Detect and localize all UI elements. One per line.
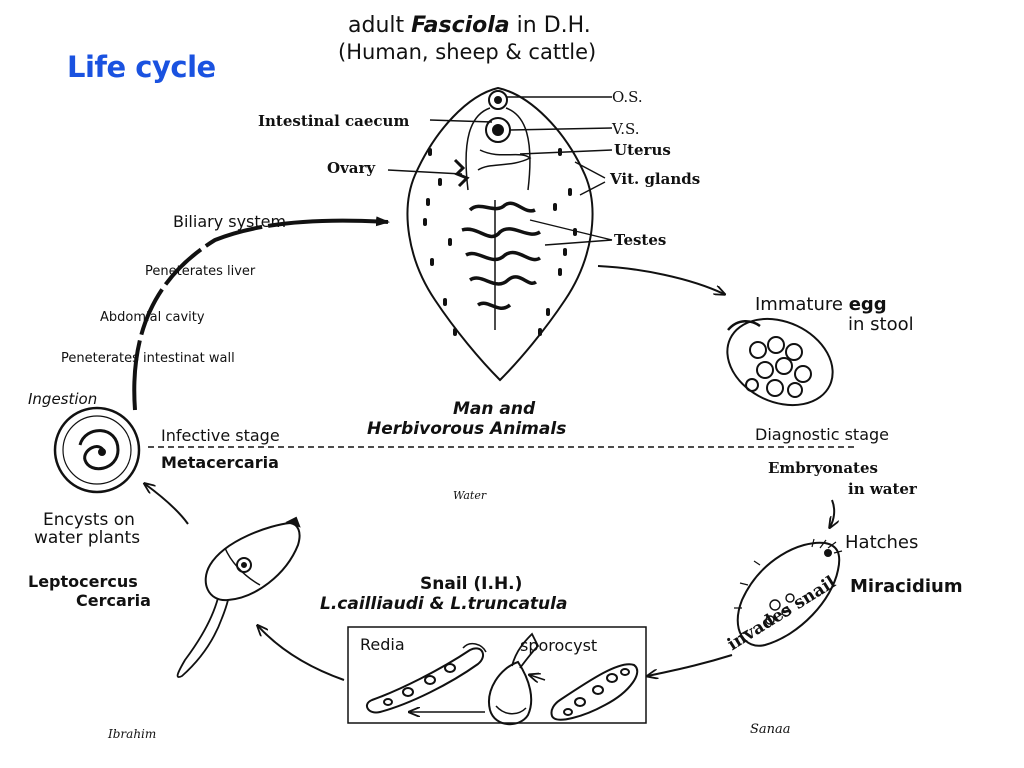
slide-title: Life cycle: [67, 50, 216, 84]
label-leptocercus: Leptocercus: [28, 572, 138, 591]
label-in-stool: in stool: [848, 314, 914, 335]
label-biliary-system: Biliary system: [173, 212, 287, 231]
miracidium-drawing: [734, 538, 843, 647]
label-cercaria: Cercaria: [76, 591, 151, 610]
label-ventral-sucker: V.S.: [612, 120, 640, 138]
label-penetrates-liver: Peneterates liver: [145, 264, 256, 279]
sporocyst-drawing: [550, 663, 639, 721]
signature-left: Ibrahim: [108, 727, 157, 741]
label-ingestion: Ingestion: [28, 390, 98, 408]
to-egg-arrow: [597, 265, 724, 294]
embryonate-arrow: [830, 499, 834, 527]
header-genus: Fasciola: [411, 13, 510, 38]
label-uterus: Uterus: [614, 141, 671, 159]
host-caption-line2: Herbivorous Animals: [367, 419, 567, 439]
snail-shell-drawing: [488, 632, 540, 726]
metacercaria-drawing: [53, 406, 141, 494]
label-intestinal-caecum: Intestinal caecum: [258, 112, 410, 130]
label-embryonates: Embryonates: [768, 459, 878, 477]
label-ovary: Ovary: [327, 159, 376, 177]
label-testes: Testes: [614, 231, 667, 249]
host-caption-line1: Man and: [453, 399, 536, 419]
label-penetrates-wall: Peneterates intestinat wall: [61, 351, 235, 366]
label-oral-sucker: O.S.: [612, 88, 643, 106]
label-metacercaria: Metacercaria: [161, 453, 279, 472]
egg-drawing: [726, 317, 834, 407]
redia-drawing: [365, 642, 487, 714]
to-cercaria-arrow: [258, 626, 345, 681]
label-vit-glands: Vit. glands: [610, 170, 701, 188]
label-snail-ih: Snail (I.H.): [420, 574, 523, 594]
header-pre: adult: [348, 13, 412, 38]
label-infective-stage: Infective stage: [161, 426, 280, 445]
label-sporocyst: sporocyst: [520, 636, 598, 655]
invade-arrow: [648, 654, 733, 676]
cercaria-drawing: [176, 516, 301, 678]
label-immature-egg: Immature egg: [755, 294, 887, 315]
egg-label-pre: Immature: [755, 294, 849, 315]
adult-fluke-drawing: [406, 86, 594, 382]
encyst-arrow: [145, 484, 189, 525]
egg-label-bold: egg: [848, 294, 887, 315]
label-miracidium: Miracidium: [850, 576, 963, 597]
diagram-header-line1: adult Fasciola in D.H.: [348, 13, 591, 38]
label-encysts-line2: water plants: [34, 528, 141, 548]
label-water: Water: [453, 489, 487, 502]
diagram-header-line2: (Human, sheep & cattle): [338, 40, 597, 64]
label-in-water: in water: [848, 480, 917, 498]
label-snail-species: L.cailliaudi & L.truncatula: [320, 594, 568, 614]
header-post: in D.H.: [509, 13, 591, 38]
label-diagnostic-stage: Diagnostic stage: [755, 425, 890, 444]
label-hatches: Hatches: [845, 532, 919, 553]
snail-stage-box: [347, 626, 647, 724]
sporocyst-to-snail-arrow: [530, 675, 546, 680]
label-abdominal-cavity: Abdomial cavity: [100, 310, 205, 325]
label-encysts-line1: Encysts on: [43, 510, 135, 530]
signature-right: Sanaa: [750, 722, 791, 737]
label-redia: Redia: [360, 635, 405, 654]
biliary-arrow: [132, 216, 390, 411]
